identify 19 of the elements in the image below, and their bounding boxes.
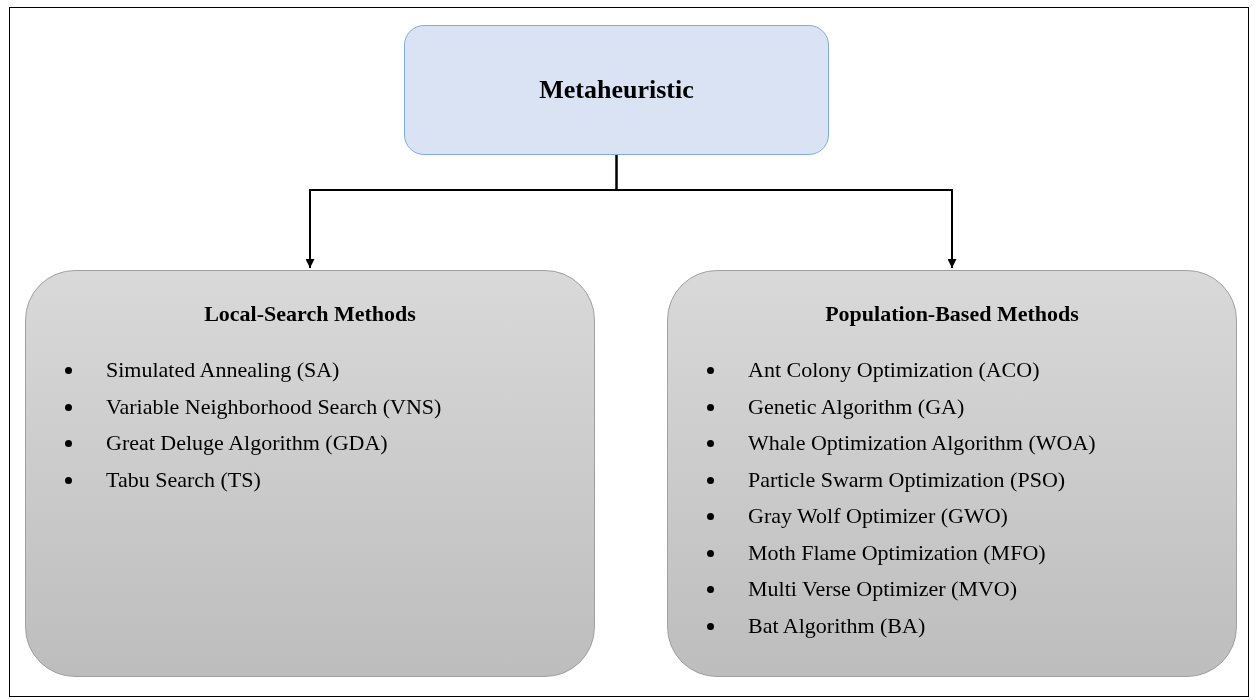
category-box (667, 270, 1237, 677)
list-item: Whale Optimization Algorithm (WOA) (748, 430, 1096, 456)
list-item: Multi Verse Optimizer (MVO) (748, 576, 1018, 602)
list-item: Bat Algorithm (BA) (748, 612, 926, 639)
connector-arrow (615, 154, 957, 269)
list-item: Simulated Annealing (SA) (106, 357, 340, 383)
list-item: Ant Colony Optimization (ACO) (748, 357, 1040, 383)
title-text: Metaheuristic (539, 75, 694, 105)
list-item: Variable Neighborhood Search (VNS) (106, 393, 442, 420)
root-box (404, 25, 829, 155)
list-item: Particle Swarm Optimization (PSO) (748, 466, 1066, 493)
list-item: Genetic Algorithm (GA) (748, 393, 965, 420)
category-box (25, 270, 595, 677)
group-heading: Local-Search Methods (203, 301, 417, 327)
group-heading: Population-Based Methods (824, 301, 1080, 327)
list-item: Great Deluge Algorithm (GDA) (106, 430, 388, 456)
list-item: Tabu Search (TS) (106, 466, 261, 493)
list-item: Moth Flame Optimization (MFO) (748, 539, 1046, 566)
list-item: Gray Wolf Optimizer (GWO) (748, 503, 1008, 529)
